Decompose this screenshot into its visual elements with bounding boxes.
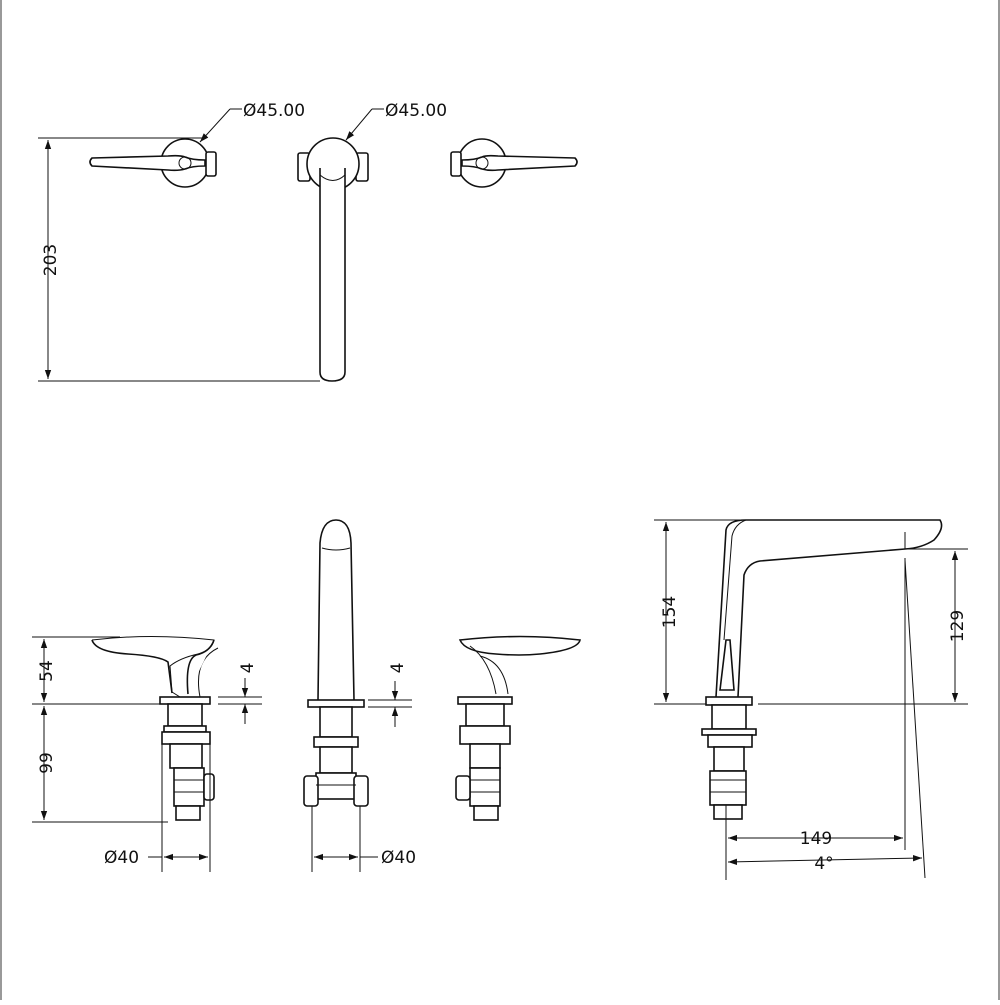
top-view: Ø45.00 Ø45.00 203 [38, 101, 578, 382]
dim-flange-right: 4 [388, 663, 408, 674]
dim-spout-reach: 149 [800, 829, 832, 849]
top-left-handle [89, 138, 217, 188]
top-right-handle [450, 138, 578, 188]
front-view: 54 99 4 4 Ø40 Ø40 [32, 519, 581, 872]
front-right-handle-assembly [455, 635, 581, 821]
top-spout [297, 137, 369, 382]
side-lever [719, 639, 735, 691]
dim-body-depth: 99 [37, 752, 57, 774]
front-left-handle-assembly [91, 636, 219, 821]
dim-height-overall-top: 203 [41, 244, 61, 276]
dim-spout-height: 154 [660, 596, 680, 628]
dim-dia-handle-right: Ø45.00 [385, 101, 447, 121]
dim-dia-body-right: Ø40 [381, 848, 416, 868]
side-base-assembly [701, 696, 757, 820]
dim-dia-handle-left: Ø45.00 [243, 101, 305, 121]
side-view: 154 129 149 4° [654, 519, 968, 880]
dim-height-handle: 54 [37, 660, 57, 682]
side-spout [715, 519, 943, 698]
dim-dia-body-left: Ø40 [104, 848, 139, 868]
dim-spout-angle: 4° [814, 854, 833, 874]
dim-flange-left: 4 [238, 663, 258, 674]
dim-spout-outlet-height: 129 [948, 610, 968, 642]
front-spout-assembly [303, 519, 369, 807]
